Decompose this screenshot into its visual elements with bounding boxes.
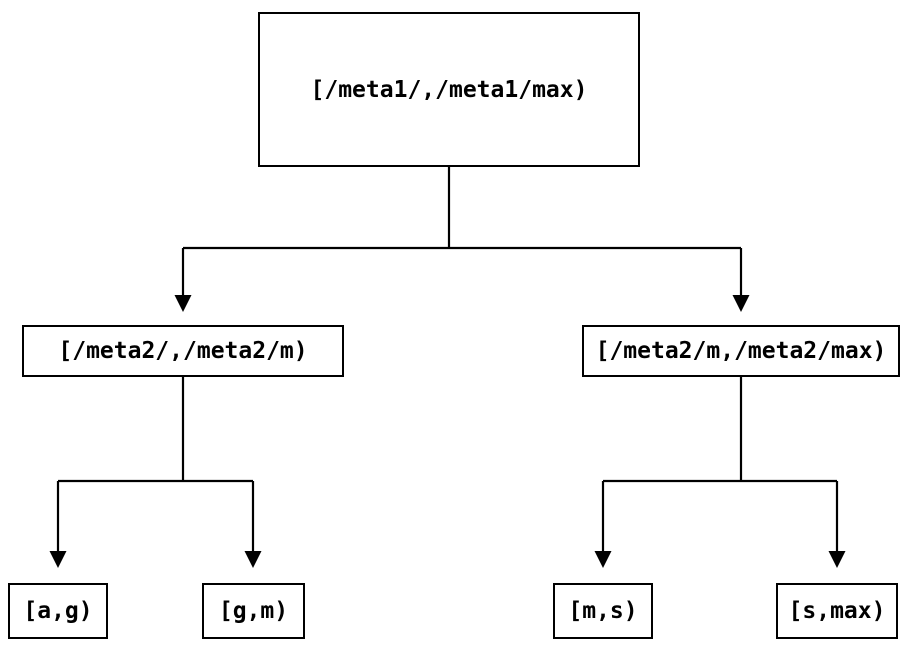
node-root: [/meta1/,/meta1/max) [258,12,640,167]
arrowhead-to-meta2-high [732,295,750,312]
arrowhead-to-leaf-ms [594,551,612,568]
edge-meta2-high-to-children [594,377,846,568]
arrowhead-to-leaf-gm [244,551,262,568]
node-root-label: [/meta1/,/meta1/max) [310,76,588,103]
node-leaf-ag-label: [a,g) [23,598,93,624]
node-meta2-high-label: [/meta2/m,/meta2/max) [595,338,887,364]
edge-meta2-low-to-children [49,377,262,568]
node-leaf-smax: [s,max) [776,583,898,639]
node-meta2-low: [/meta2/,/meta2/m) [22,325,344,377]
arrowhead-to-leaf-ag [49,551,67,568]
node-meta2-low-label: [/meta2/,/meta2/m) [58,338,308,364]
node-leaf-gm-label: [g,m) [218,598,289,624]
node-leaf-gm: [g,m) [202,583,305,639]
node-leaf-ms: [m,s) [553,583,653,639]
arrowhead-to-leaf-smax [828,551,846,568]
node-meta2-high: [/meta2/m,/meta2/max) [582,325,900,377]
arrowhead-to-meta2-low [174,295,192,312]
node-leaf-smax-label: [s,max) [788,598,886,624]
edge-root-to-children [174,167,750,312]
node-leaf-ag: [a,g) [8,583,108,639]
node-leaf-ms-label: [m,s) [568,598,638,624]
